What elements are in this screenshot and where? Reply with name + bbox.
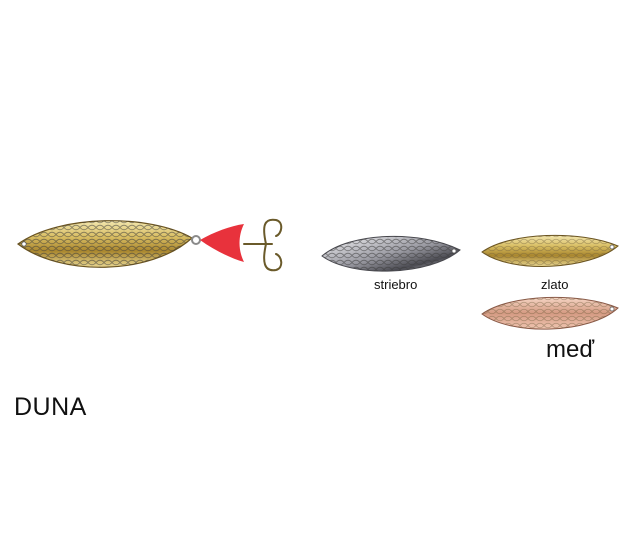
gold-label: zlato <box>541 277 569 292</box>
copper-label: meď <box>546 336 595 363</box>
gold-spoon <box>481 234 619 267</box>
product-title: DUNA <box>14 393 87 421</box>
main-lure <box>17 218 283 272</box>
copper-spoon <box>481 296 619 330</box>
treble-hook <box>243 218 283 272</box>
red-flag <box>200 224 244 262</box>
silver-spoon <box>321 235 461 272</box>
silver-label: striebro <box>374 277 418 292</box>
